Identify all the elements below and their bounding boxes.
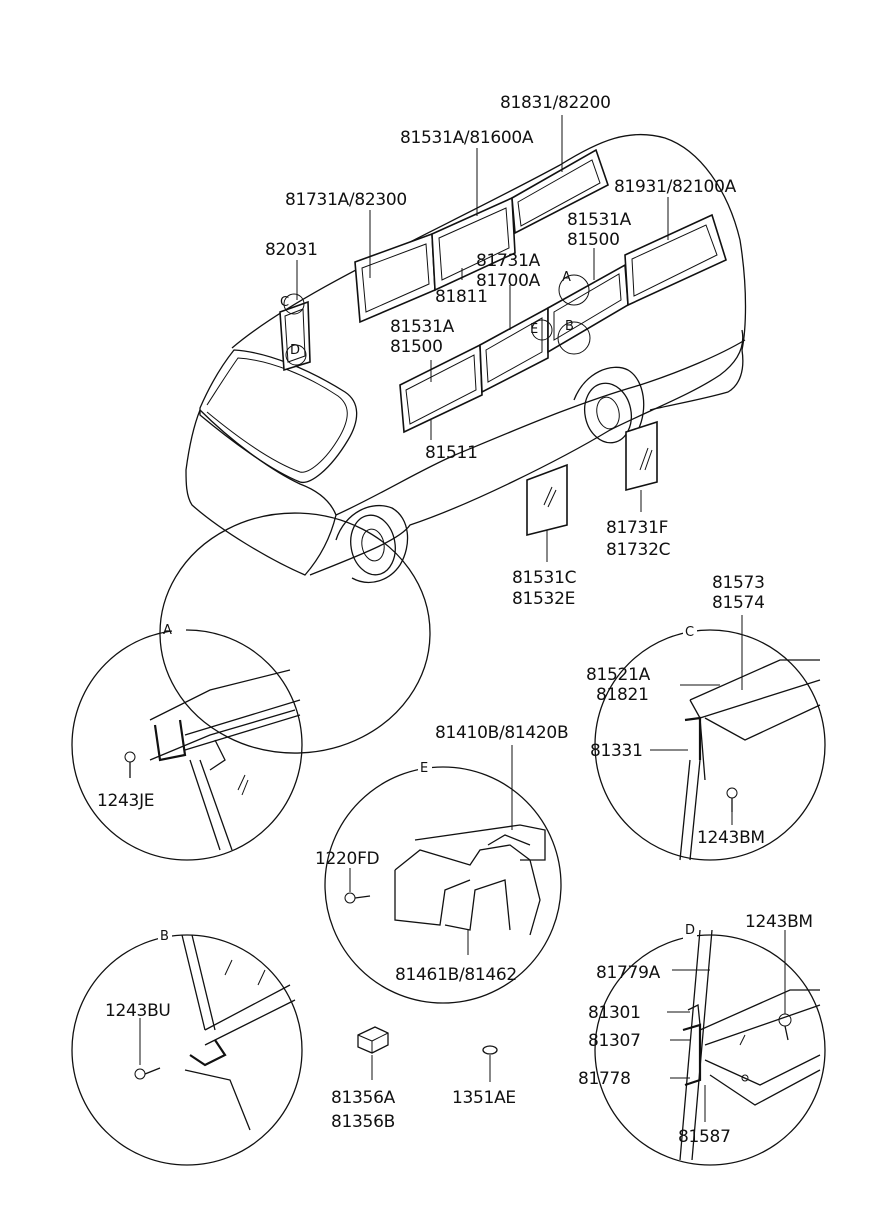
label-81778: 81778 xyxy=(578,1069,631,1089)
label-81731F: 81731F xyxy=(606,518,668,538)
label-81821: 81821 xyxy=(596,685,649,705)
label-81531A-right: 81531A xyxy=(567,210,632,230)
detail-E: E 81410B/81420B 1220FD 81461B/81462 xyxy=(315,723,569,1004)
label-81531C: 81531C xyxy=(512,568,576,588)
label-81356A: 81356A xyxy=(331,1088,396,1108)
callout-circles xyxy=(283,274,591,366)
label-81500-right: 81500 xyxy=(567,230,620,250)
rear-quarter-glass xyxy=(279,300,311,372)
label-81731A-82300: 81731A/82300 xyxy=(285,190,407,210)
detail-letter-D: D xyxy=(685,923,695,938)
detail-C: C 81573 81574 81521A 81821 81331 1243BM xyxy=(586,573,826,861)
label-1243JE: 1243JE xyxy=(97,791,154,811)
top-labels: 81831/82200 81531A/81600A 81931/82100A 8… xyxy=(265,93,737,609)
detail-letter-A: A xyxy=(163,623,172,638)
label-81511: 81511 xyxy=(425,443,478,463)
label-81573: 81573 xyxy=(712,573,765,593)
label-81531A-left: 81531A xyxy=(390,317,455,337)
label-1243BM-c: 1243BM xyxy=(697,828,765,848)
label-81831: 81831/82200 xyxy=(500,93,611,113)
label-81732C: 81732C xyxy=(606,540,670,560)
van-body xyxy=(185,133,747,583)
callout-letter-E: E xyxy=(530,322,538,337)
label-81356B: 81356B xyxy=(331,1112,395,1132)
glass-81531C xyxy=(526,463,568,537)
label-81779A: 81779A xyxy=(596,963,661,983)
label-82031: 82031 xyxy=(265,240,318,260)
small-parts: 81356A 81356B 1351AE xyxy=(331,1026,516,1132)
label-81574: 81574 xyxy=(712,593,765,613)
callout-letter-C: C xyxy=(280,295,289,310)
detail-B: B 1243BU xyxy=(71,926,303,1166)
label-1243BU: 1243BU xyxy=(105,1001,171,1021)
label-81331: 81331 xyxy=(590,741,643,761)
van-callout-letters: A B C D E xyxy=(280,270,574,358)
detail-A: A 1243JE xyxy=(71,512,431,861)
label-81307: 81307 xyxy=(588,1031,641,1051)
label-81731A-mid: 81731A xyxy=(476,251,541,271)
callout-letter-A: A xyxy=(562,270,571,285)
upper-windows xyxy=(354,148,609,324)
label-81410B: 81410B/81420B xyxy=(435,723,568,743)
label-81931: 81931/82100A xyxy=(614,177,737,197)
callout-letter-B: B xyxy=(565,319,574,334)
label-81587: 81587 xyxy=(678,1127,731,1147)
detail-letter-B: B xyxy=(160,929,169,944)
label-81700A: 81700A xyxy=(476,271,541,291)
callout-letter-D: D xyxy=(290,343,300,358)
label-81811: 81811 xyxy=(435,287,488,307)
middle-windows xyxy=(399,213,727,434)
label-81461B: 81461B/81462 xyxy=(395,965,517,985)
label-81521A: 81521A xyxy=(586,665,651,685)
leader-lines-top xyxy=(296,115,669,562)
detail-letter-E: E xyxy=(420,761,428,776)
detail-D: D 1243BM 81779A 81301 81307 81778 81587 xyxy=(578,912,826,1166)
label-81531A-81600A: 81531A/81600A xyxy=(400,128,534,148)
label-81500-left: 81500 xyxy=(390,337,443,357)
glass-81731F xyxy=(625,420,658,492)
label-81301: 81301 xyxy=(588,1003,641,1023)
label-1351AE: 1351AE xyxy=(452,1088,516,1108)
detail-letter-C: C xyxy=(685,625,694,640)
label-1220FD: 1220FD xyxy=(315,849,380,869)
label-81532E: 81532E xyxy=(512,589,575,609)
label-1243BM-d: 1243BM xyxy=(745,912,813,932)
